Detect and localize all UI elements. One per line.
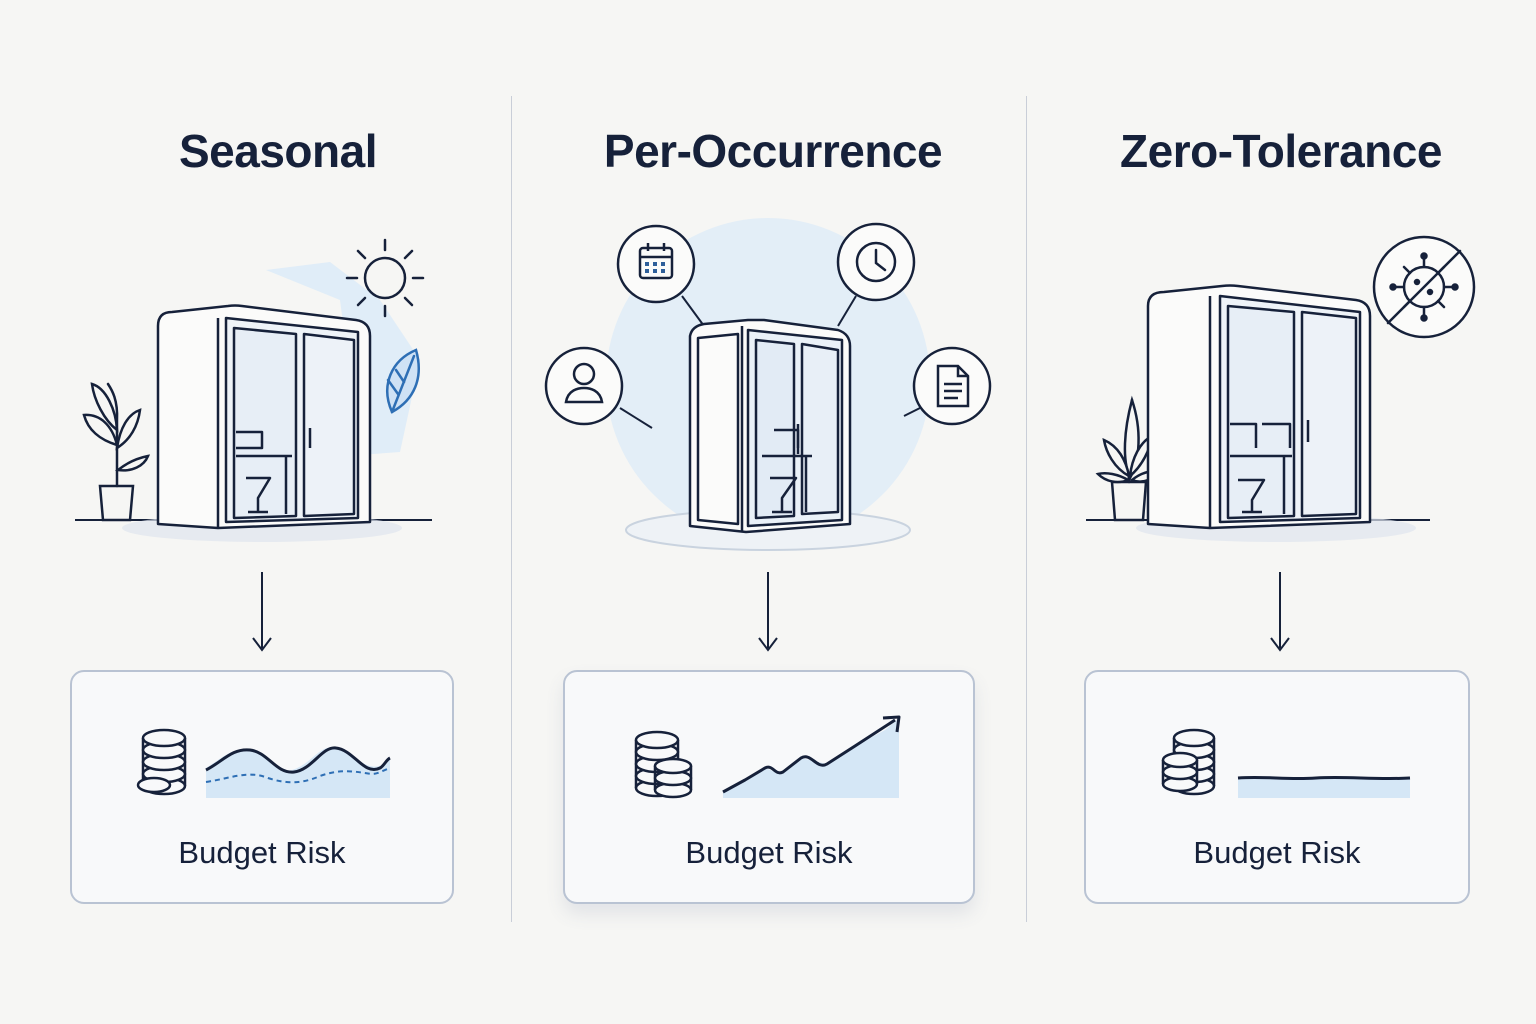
column-zero-tolerance: Zero-Tolerance	[1026, 0, 1536, 1024]
card-label: Budget Risk	[685, 835, 853, 870]
zero-tolerance-illustration	[1086, 235, 1476, 542]
leaf-icon	[386, 348, 420, 414]
phone-booth-icon	[1146, 284, 1372, 530]
phone-booth-icon	[688, 318, 852, 534]
plant-icon	[82, 382, 151, 522]
column-title: Zero-Tolerance	[1120, 125, 1442, 177]
column-divider	[511, 96, 512, 922]
wavy-line-icon	[205, 746, 391, 798]
document-icon	[912, 346, 992, 426]
coins-icon	[1161, 728, 1216, 796]
budget-risk-card: Budget Risk	[70, 670, 454, 904]
seasonal-illustration	[75, 238, 432, 542]
flat-line-icon	[1237, 775, 1411, 798]
person-icon	[544, 346, 624, 426]
card-graphics	[1161, 728, 1411, 798]
card-label: Budget Risk	[1193, 835, 1361, 870]
no-virus-icon	[1372, 235, 1476, 339]
card-graphics	[634, 715, 901, 799]
calendar-icon	[616, 224, 696, 304]
clock-icon	[836, 222, 916, 302]
column-seasonal: Seasonal	[0, 0, 512, 1024]
column-divider	[1026, 96, 1027, 922]
down-arrow-icon	[758, 572, 778, 652]
sun-icon	[345, 238, 425, 318]
coins-icon	[136, 728, 187, 796]
column-title: Seasonal	[179, 125, 378, 177]
column-title: Per-Occurrence	[603, 125, 943, 177]
card-graphics	[136, 728, 391, 798]
budget-risk-card: Budget Risk	[563, 670, 975, 904]
rising-line-icon	[722, 715, 901, 798]
card-label: Budget Risk	[178, 835, 346, 870]
coins-icon	[634, 730, 693, 799]
column-per-occurrence: Per-Occurrence	[512, 0, 1026, 1024]
down-arrow-icon	[1270, 572, 1290, 652]
budget-risk-card: Budget Risk	[1084, 670, 1470, 904]
per-occurrence-illustration	[544, 218, 992, 551]
phone-booth-icon	[156, 304, 372, 530]
down-arrow-icon	[252, 572, 272, 652]
